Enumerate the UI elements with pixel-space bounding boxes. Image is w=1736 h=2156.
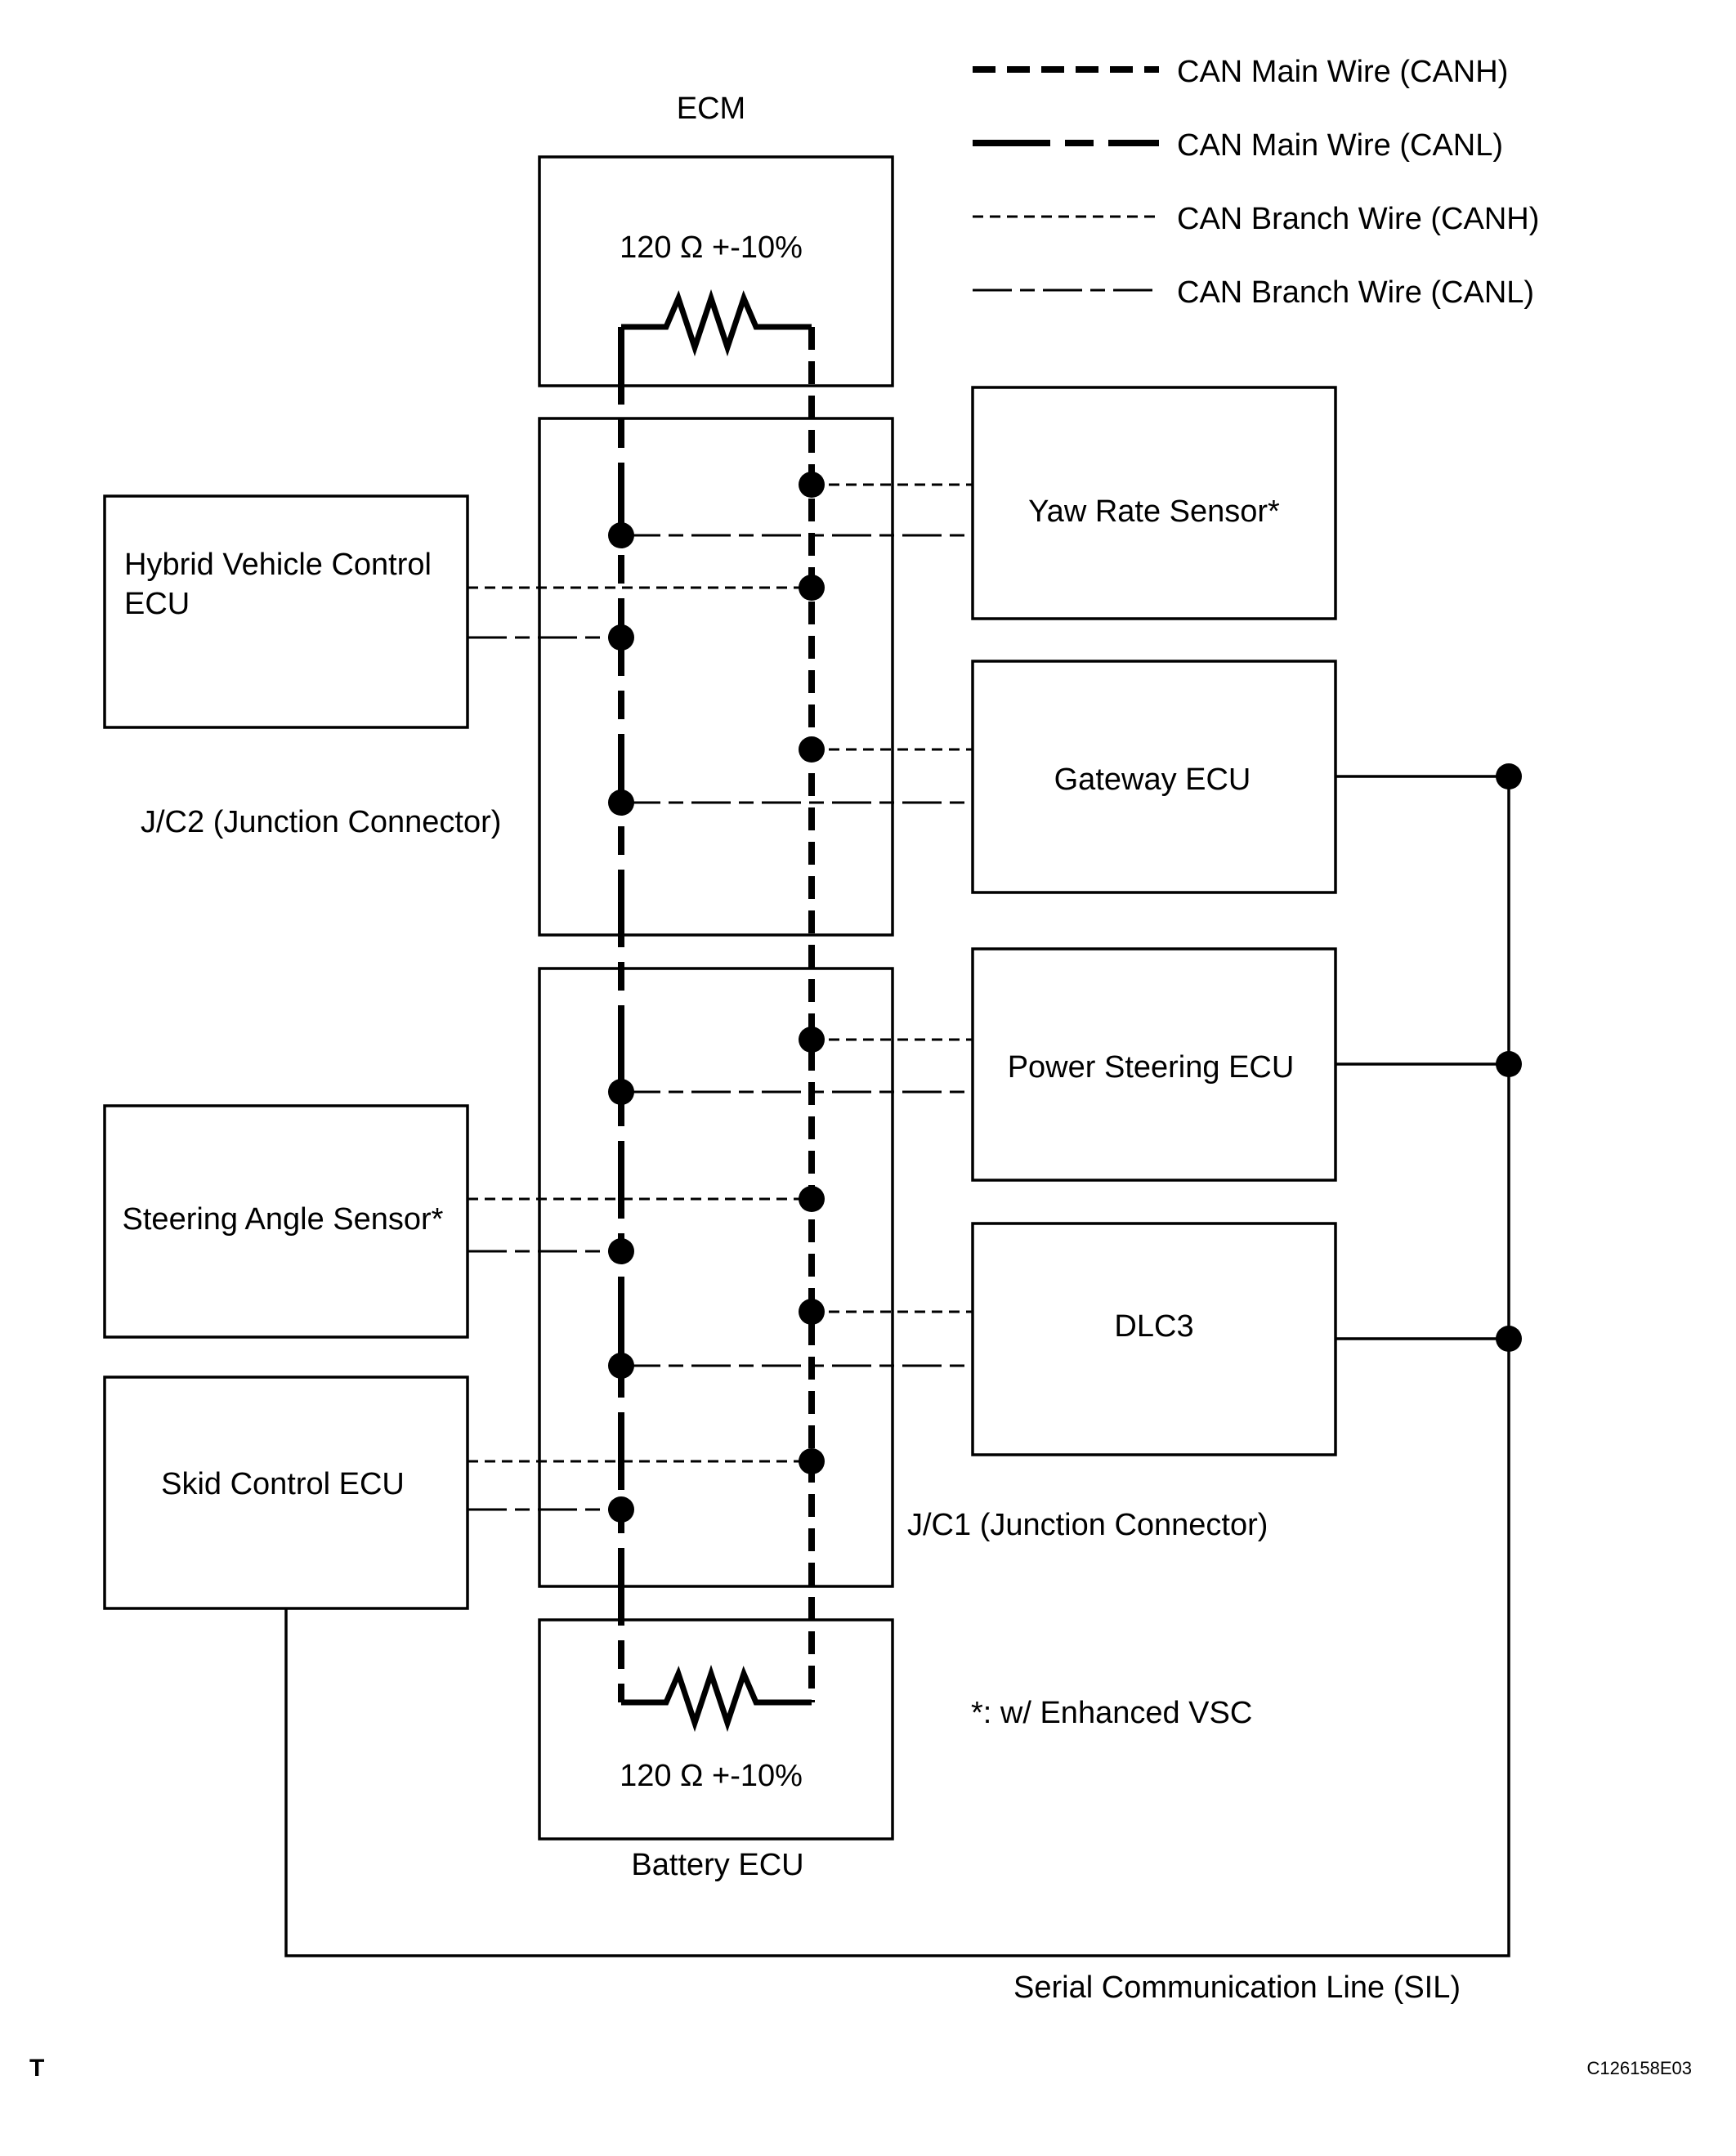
- jc2-label: J/C2 (Junction Connector): [141, 805, 501, 839]
- junction-dot: [799, 1027, 825, 1053]
- steering-angle-box: [103, 1104, 469, 1339]
- ecm-resistor-label: 120 Ω +-10%: [620, 230, 803, 265]
- dlc3-label: DLC3: [1114, 1309, 1193, 1344]
- junction-dot: [799, 1299, 825, 1325]
- junction-dot: [799, 1186, 825, 1212]
- legend: CAN Main Wire (CANH) CAN Main Wire (CANL…: [973, 55, 1539, 310]
- junction-dot: [608, 1496, 634, 1523]
- battery-resistor-symbol: [621, 1664, 812, 1733]
- battery-ecu-box: [538, 1618, 894, 1841]
- jc1-label: J/C1 (Junction Connector): [907, 1508, 1268, 1542]
- sil-junction-dot: [1496, 763, 1522, 789]
- battery-ecu-label: Battery ECU: [631, 1848, 803, 1882]
- junction-dots: [608, 472, 825, 1523]
- footnote-label: *: w/ Enhanced VSC: [971, 1696, 1252, 1730]
- jc2-box: [538, 417, 894, 937]
- junction-dot: [608, 1353, 634, 1379]
- skid-control-label: Skid Control ECU: [161, 1467, 405, 1501]
- legend-canl-main-label: CAN Main Wire (CANL): [1177, 128, 1503, 163]
- legend-canh-branch-label: CAN Branch Wire (CANH): [1177, 202, 1539, 236]
- sil-line: [284, 763, 1522, 1957]
- legend-canh-main-label: CAN Main Wire (CANH): [1177, 55, 1508, 89]
- jc1-box: [538, 967, 894, 1588]
- sil-junction-dot: [1496, 1051, 1522, 1077]
- junction-dot: [608, 624, 634, 651]
- hybrid-ecu-label-line2: ECU: [124, 587, 190, 621]
- junction-dot: [608, 1238, 634, 1264]
- junction-dot: [799, 575, 825, 601]
- ecm-box: [538, 155, 894, 387]
- junction-dot: [799, 736, 825, 763]
- junction-dot: [608, 522, 634, 548]
- steering-angle-label: Steering Angle Sensor*: [123, 1202, 444, 1237]
- battery-resistor-label: 120 Ω +-10%: [620, 1759, 803, 1793]
- junction-dot: [799, 472, 825, 498]
- can-main-bus: [618, 289, 815, 1733]
- component-boxes: [103, 155, 1337, 1841]
- corner-mark-label: T: [29, 2055, 44, 2082]
- can-branch-wires: [468, 483, 973, 1511]
- junction-dot: [608, 789, 634, 816]
- sil-label: Serial Communication Line (SIL): [1013, 1970, 1461, 2005]
- sil-main-wire: [284, 776, 1510, 1957]
- power-steering-label: Power Steering ECU: [1008, 1050, 1295, 1085]
- yaw-rate-box: [971, 386, 1337, 620]
- labels: ECM 120 Ω +-10% 120 Ω +-10% Battery ECU …: [29, 92, 1692, 2082]
- junction-dot: [608, 1079, 634, 1105]
- yaw-rate-label: Yaw Rate Sensor*: [1028, 494, 1280, 529]
- legend-canl-branch-label: CAN Branch Wire (CANL): [1177, 275, 1534, 310]
- hybrid-ecu-box: [103, 494, 469, 729]
- sil-junction-dot: [1496, 1326, 1522, 1352]
- ecm-resistor-symbol: [621, 289, 812, 357]
- figure-code-label: C126158E03: [1587, 2058, 1692, 2078]
- hybrid-ecu-label-line1: Hybrid Vehicle Control: [124, 548, 432, 582]
- gateway-ecu-label: Gateway ECU: [1054, 763, 1251, 797]
- junction-dot: [799, 1448, 825, 1474]
- ecm-label: ECM: [677, 92, 745, 126]
